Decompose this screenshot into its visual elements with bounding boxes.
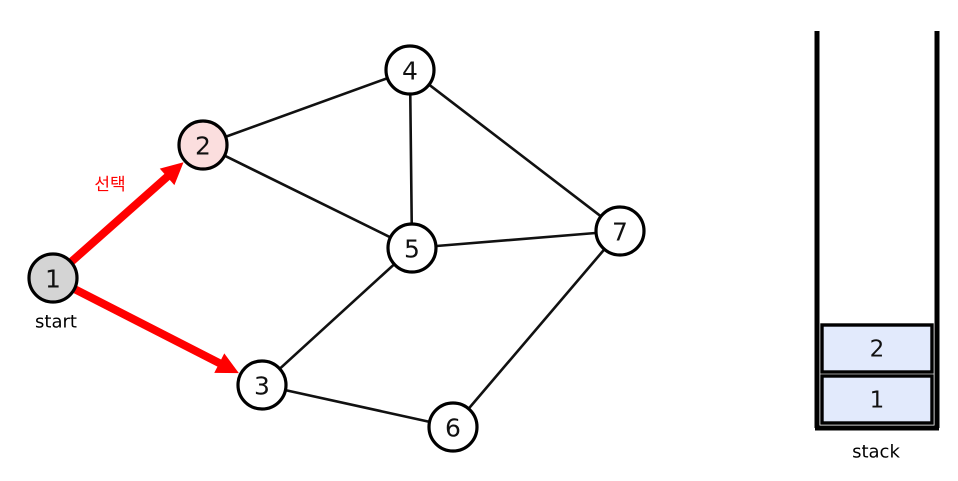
graph-node-label-4: 4 [402,57,418,86]
graph-node-label-1: 1 [45,265,61,294]
stack-cell-label-1: 1 [870,388,885,414]
traverse-arrow-head-1-2 [159,162,184,186]
stack-cell-box-2 [820,323,934,374]
graph-edge-3-6 [284,388,431,424]
stack-cell-box-1 [820,374,934,425]
traverse-arrow-label-1-2: 선택 [94,175,125,195]
graph-node-label-3: 3 [254,372,270,401]
graph-edge-5-7 [435,231,597,248]
stack-cell: 1 [820,374,934,425]
stack-caption: stack [852,442,900,463]
graph-node-circle-6 [427,401,479,453]
graph-node-2[interactable]: 2 [177,119,229,171]
graph-node-circle-2 [177,119,229,171]
graph-node-5[interactable]: 5 [386,222,438,274]
graph-captions-layer: start [35,312,77,333]
graph-node-circle-7 [594,205,646,257]
traverse-arrow-shaft-1-3 [70,284,224,369]
graph-node-circle-5 [386,222,438,274]
graph-node-4[interactable]: 4 [384,44,436,96]
traverse-arrow-shaft-1-2 [66,171,172,267]
graph-edge-4-5 [408,93,414,225]
stack-cell: 2 [820,323,934,374]
graph-node-label-7: 7 [612,218,628,247]
graph-nodes-layer: 1 2 3 4 5 6 7 [27,44,646,453]
graph-edge-2-4 [224,77,389,138]
graph-node-3[interactable]: 3 [236,359,288,411]
graph-edge-2-5 [223,154,392,239]
start-node-caption: start [35,312,77,333]
graph-node-1[interactable]: 1 [27,252,79,304]
graph-node-label-2: 2 [195,132,211,161]
stack-caption-layer: stack [852,442,900,463]
graph-edge-4-7 [428,83,602,218]
traverse-arrow-head-1-3 [214,353,239,374]
stack-widget: 21 [814,31,940,431]
graph-node-7[interactable]: 7 [594,205,646,257]
graph-node-label-6: 6 [445,414,461,443]
graph-edge-3-5 [278,263,396,370]
graph-node-circle-3 [236,359,288,411]
graph-node-6[interactable]: 6 [427,401,479,453]
graph-edge-6-7 [467,248,606,410]
graph-edges-layer [223,77,606,424]
graph-node-circle-4 [384,44,436,96]
stack-cell-label-2: 2 [870,337,885,363]
graph-node-label-5: 5 [404,235,420,264]
graph-arrows-layer: 선택 [66,162,239,374]
graph-node-circle-1 [27,252,79,304]
